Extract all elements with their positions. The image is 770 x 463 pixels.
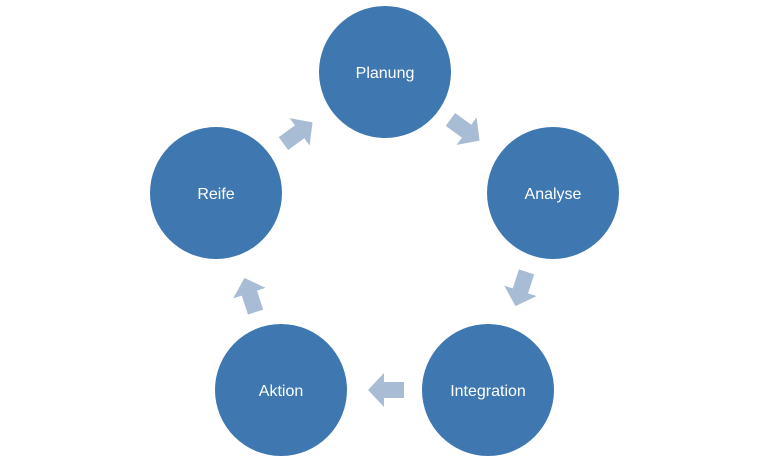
arrow-integration-aktion xyxy=(368,373,404,407)
arrow-aktion-reife xyxy=(233,277,266,315)
arrow-planung-analyse xyxy=(445,112,480,145)
node-label: Reife xyxy=(197,186,234,203)
node-integration: Integration xyxy=(422,324,554,456)
node-label: Integration xyxy=(450,383,526,400)
node-analyse: Analyse xyxy=(487,127,619,259)
arrow-reife-planung xyxy=(278,118,313,151)
node-label: Planung xyxy=(356,65,415,82)
node-reife: Reife xyxy=(150,127,282,259)
node-aktion: Aktion xyxy=(215,324,347,456)
node-label: Aktion xyxy=(259,383,303,400)
node-planung: Planung xyxy=(319,6,451,138)
arrow-analyse-integration xyxy=(504,269,537,307)
node-label: Analyse xyxy=(525,186,582,203)
